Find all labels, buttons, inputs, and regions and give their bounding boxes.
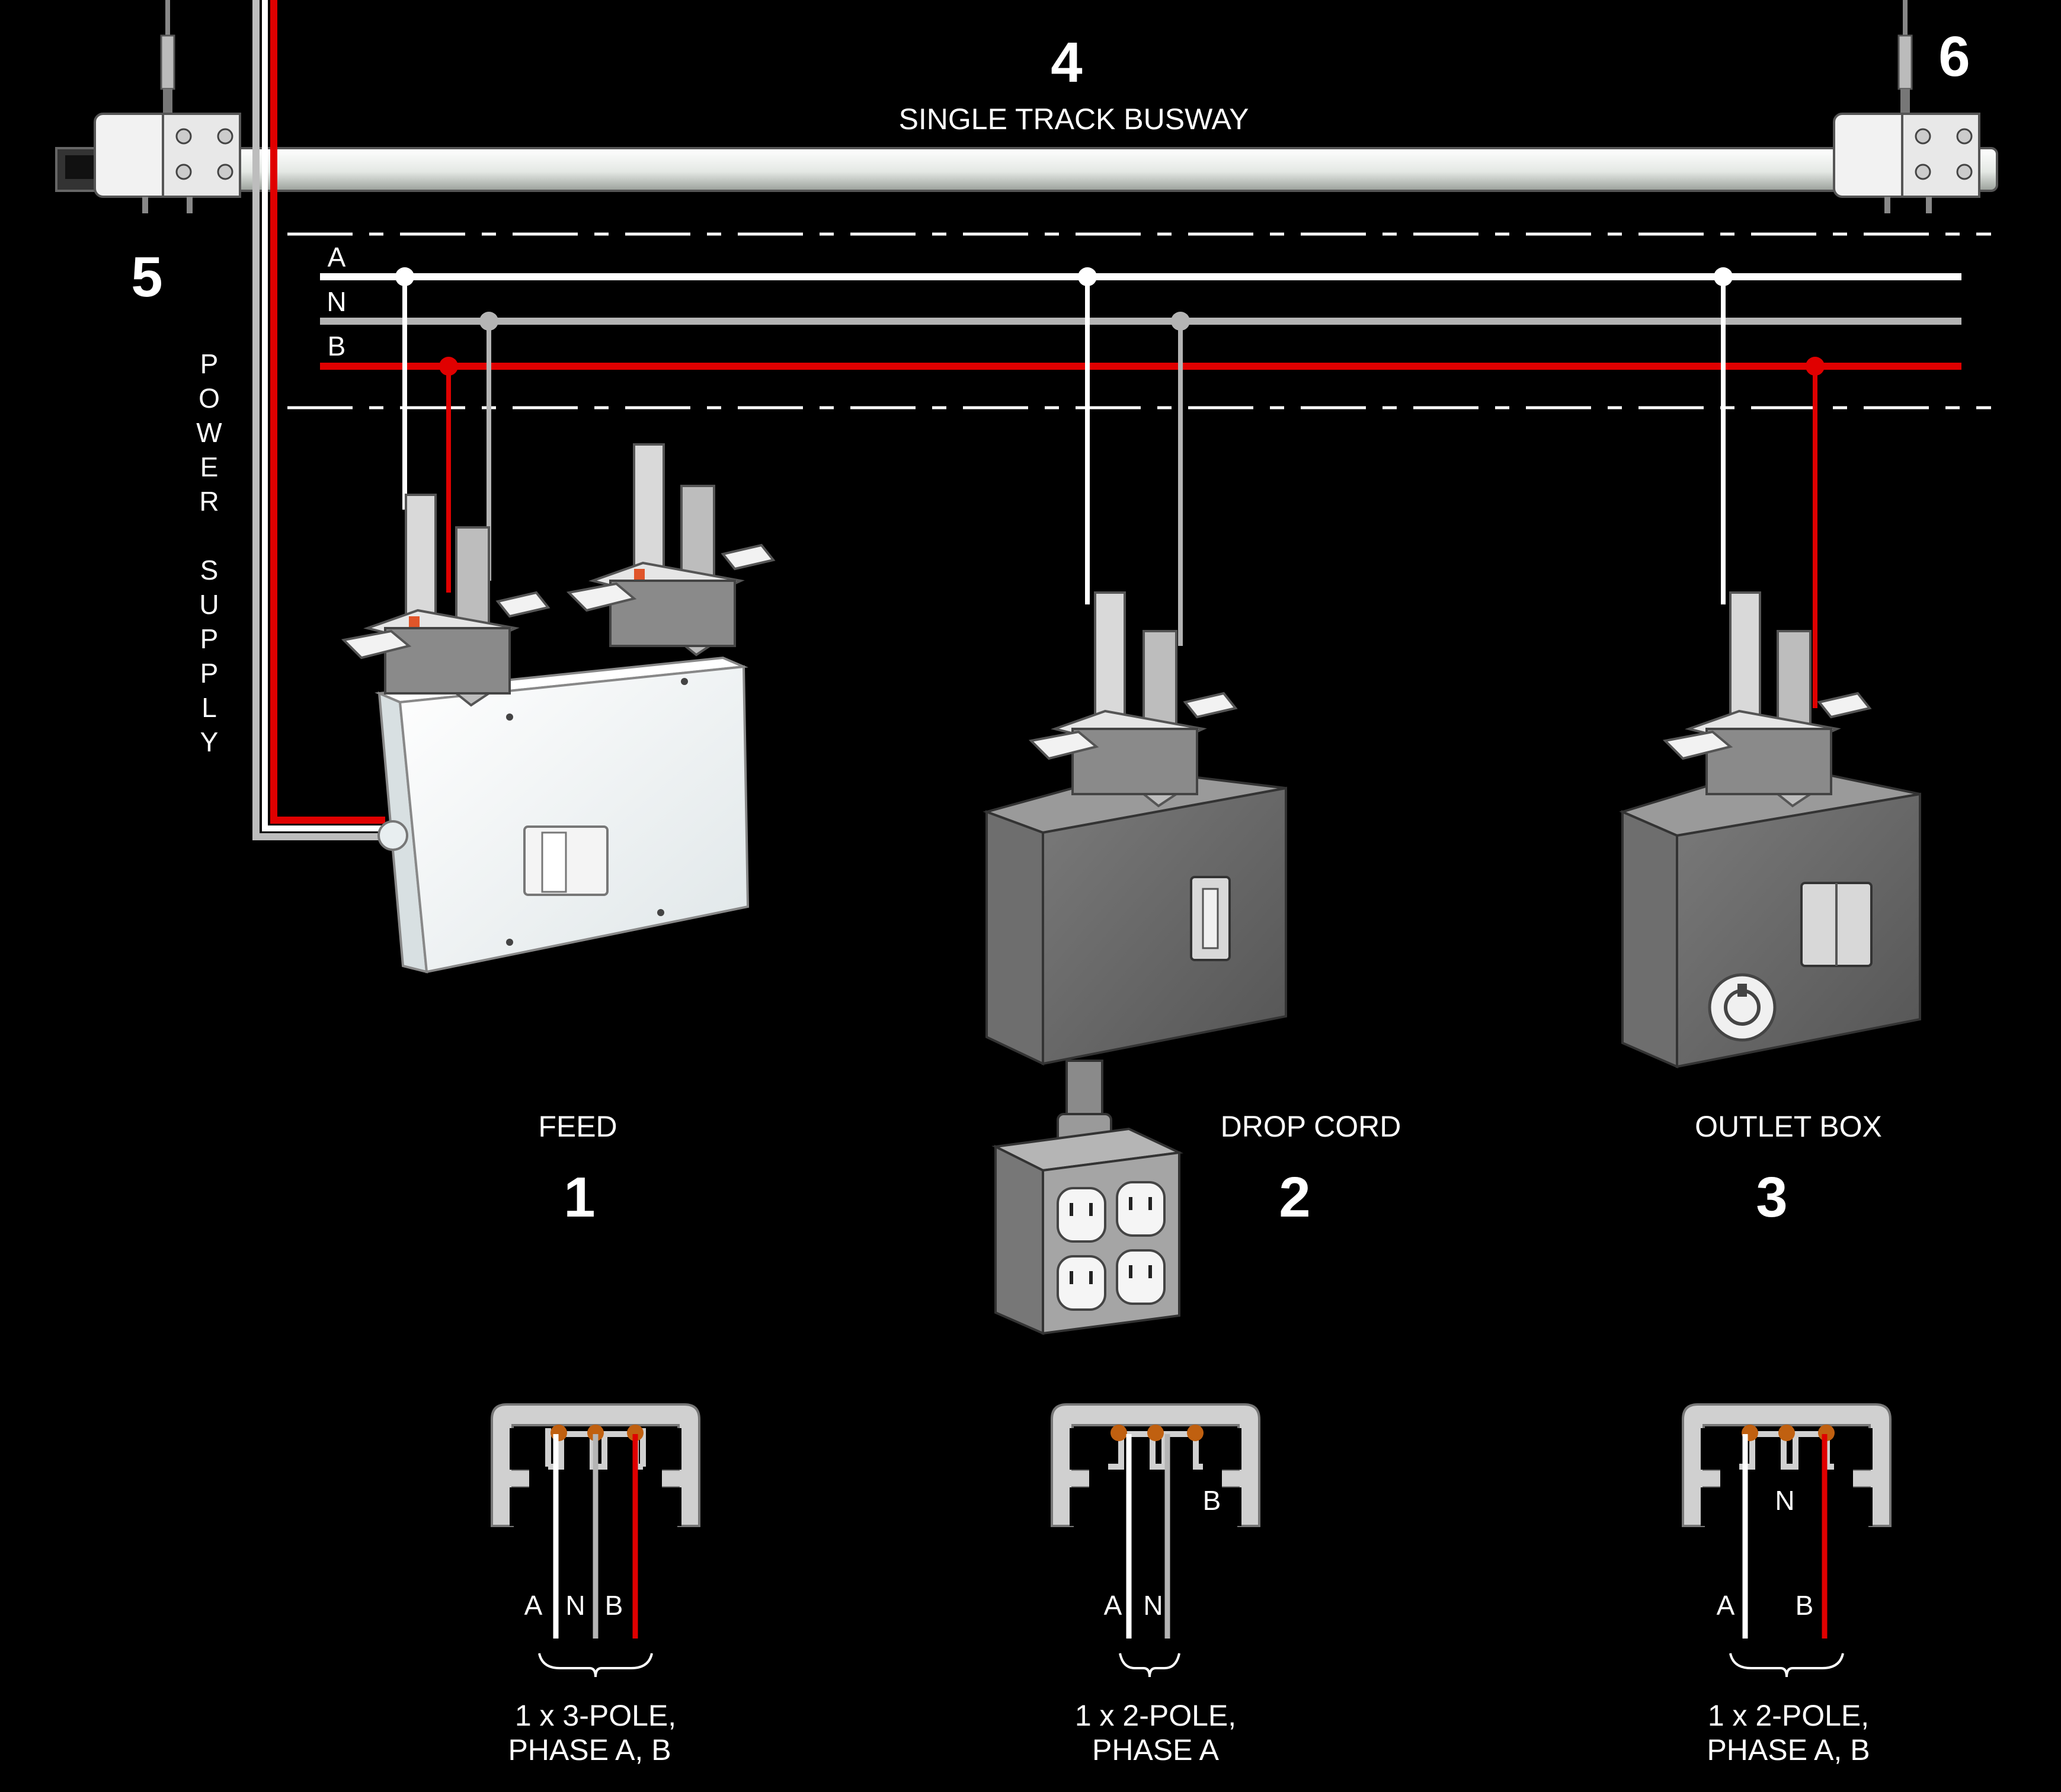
feed-number: 1 <box>564 1166 595 1229</box>
duplex-receptacle-icon <box>1057 1181 1166 1311</box>
feed-profile-label-b: B <box>605 1590 623 1621</box>
feed-profile-label-a: A <box>524 1590 543 1621</box>
rail-diagram <box>287 232 1991 409</box>
feed-trolley-1 <box>341 494 551 707</box>
feed-spec-line2: PHASE A, B <box>508 1733 671 1767</box>
outlet-box-spec-line1: 1 x 2-POLE, <box>1708 1699 1869 1732</box>
drop-cord-box <box>983 769 1287 1066</box>
track-profile-feed <box>491 1403 700 1678</box>
drop-cord-profile-label-a: A <box>1104 1590 1122 1621</box>
right-hanger-number: 6 <box>1938 25 1970 88</box>
feed-trolley-2 <box>566 443 776 657</box>
hanger-left <box>94 0 241 213</box>
drop-cord-spec-line1: 1 x 2-POLE, <box>1075 1699 1236 1732</box>
drop-cord-number: 2 <box>1279 1166 1310 1229</box>
twist-lock-receptacle-icon <box>1708 973 1777 1042</box>
outlet-box-profile-label-b: B <box>1796 1590 1814 1621</box>
rail-label-n: N <box>327 286 346 317</box>
outlet-box-spec-line2: PHASE A, B <box>1707 1733 1870 1767</box>
outlet-box-profile-label-a: A <box>1717 1590 1735 1621</box>
drop-cord-trolley <box>1028 591 1238 808</box>
busway-bar <box>55 147 1998 192</box>
rail-taps <box>395 267 1825 708</box>
busway-number: 4 <box>1051 31 1082 94</box>
feed-profile-label-n: N <box>565 1590 585 1621</box>
busway-title: SINGLE TRACK BUSWAY <box>899 103 1249 136</box>
track-profile-outlet-box <box>1682 1403 1892 1678</box>
rail-label-b: B <box>328 331 346 361</box>
rail-label-a: A <box>328 242 346 273</box>
drop-cord-profile-side-label: B <box>1203 1485 1221 1516</box>
outlet-box-number: 3 <box>1756 1166 1787 1229</box>
feed-caption: FEED <box>538 1110 617 1143</box>
drop-cord-profile-label-n: N <box>1143 1590 1163 1621</box>
feed-spec-line1: 1 x 3-POLE, <box>515 1699 676 1732</box>
track-profile-drop-cord <box>1051 1403 1260 1678</box>
outlet-trolley <box>1662 591 1872 808</box>
outlet-box-profile-side-label: N <box>1775 1485 1794 1516</box>
power-supply-cable <box>252 0 385 840</box>
hanger-right <box>1833 0 1980 213</box>
outlet-box-caption: OUTLET BOX <box>1695 1110 1882 1143</box>
left-hanger-number: 5 <box>131 245 162 309</box>
drop-cord-caption: DROP CORD <box>1221 1110 1401 1143</box>
drop-cord-spec-line2: PHASE A <box>1092 1733 1220 1767</box>
feed-box <box>375 656 750 974</box>
